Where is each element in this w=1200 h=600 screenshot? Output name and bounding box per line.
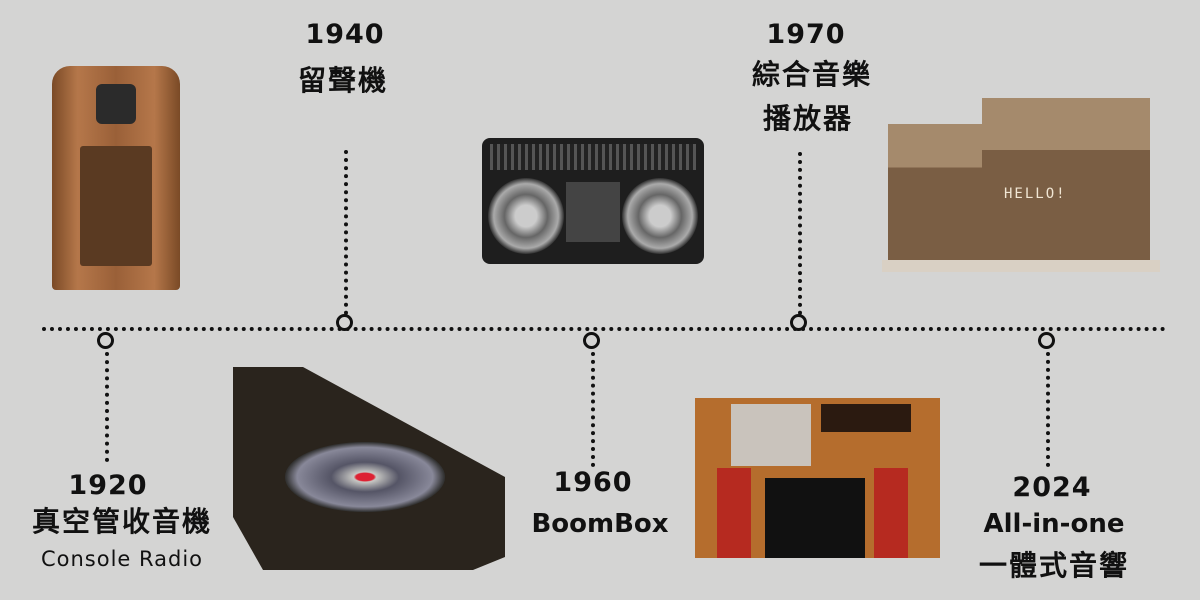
marker-2024 bbox=[1038, 332, 1055, 349]
subtitle-1920: Console Radio bbox=[40, 547, 204, 571]
marker-1960 bbox=[583, 332, 600, 349]
console-radio-image bbox=[52, 66, 180, 290]
stereo-cabinet-image bbox=[695, 398, 940, 558]
all-in-one-speakers-image: HELLO! bbox=[882, 98, 1160, 274]
year-1960: 1960 bbox=[553, 467, 633, 498]
year-1940: 1940 bbox=[305, 19, 385, 50]
subtitle-2024: 一體式音響 bbox=[978, 549, 1130, 582]
boombox-image bbox=[482, 138, 704, 264]
title-1920: 真空管收音機 bbox=[31, 505, 213, 538]
marker-1970 bbox=[790, 314, 807, 331]
timeline-axis bbox=[42, 327, 1166, 331]
title-1940: 留聲機 bbox=[297, 64, 389, 97]
year-1920: 1920 bbox=[68, 470, 148, 501]
marker-1920 bbox=[97, 332, 114, 349]
connector-2024 bbox=[1046, 352, 1050, 467]
connector-1920 bbox=[105, 352, 109, 462]
phonograph-image bbox=[233, 367, 505, 570]
title-2024: All-in-one bbox=[983, 509, 1125, 539]
title-1970-line1: 綜合音樂 bbox=[751, 58, 873, 91]
year-1970: 1970 bbox=[766, 19, 846, 50]
connector-1960 bbox=[591, 352, 595, 467]
title-1970-line2: 播放器 bbox=[762, 102, 854, 135]
speaker-display-text: HELLO! bbox=[1004, 186, 1067, 202]
year-2024: 2024 bbox=[1012, 472, 1092, 503]
marker-1940 bbox=[336, 314, 353, 331]
connector-1970 bbox=[798, 152, 802, 315]
title-1960: BoomBox bbox=[531, 509, 669, 539]
connector-1940 bbox=[344, 150, 348, 315]
